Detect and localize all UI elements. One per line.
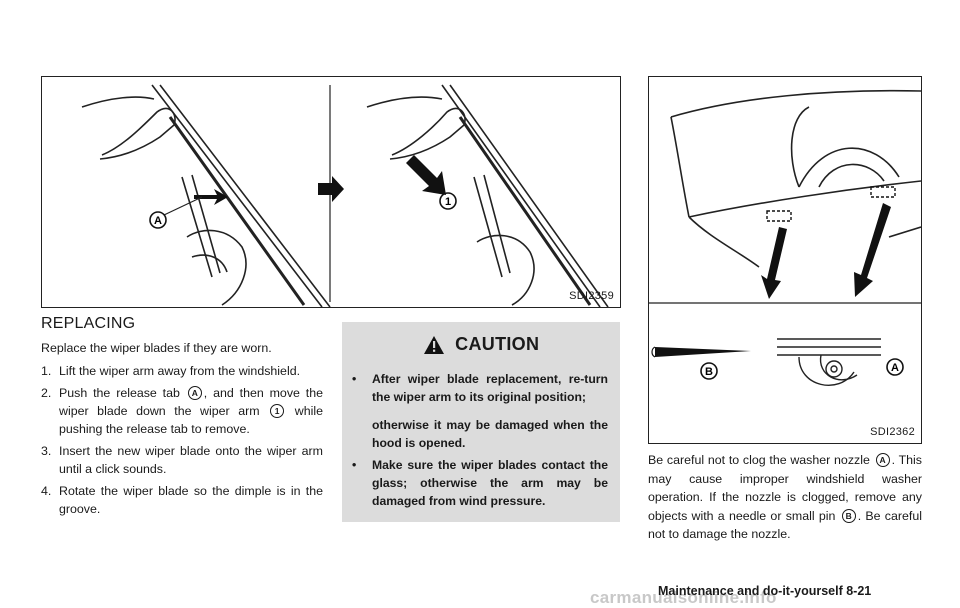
arrow-icon [318,176,344,202]
wiper-arm-icon [181,174,221,278]
label-a-circle [886,358,904,376]
hood-edge [670,89,921,118]
bullet: • [352,372,357,386]
nozzle-box-left [766,210,792,222]
label-1-circle [439,192,457,210]
step-number: 3. [41,444,52,458]
nozzle-box-right [870,186,896,198]
ref-b-badge: B [841,508,856,523]
watermark: carmanualsonline.info [590,588,777,607]
caution-text: After wiper blade replacement, re-turn t… [372,372,608,404]
list-item: • After wiper blade replacement, re-turn… [352,370,608,452]
nozzle-illustration: B A [649,89,921,386]
ref-1-badge: 1 [270,404,285,418]
label-a-circle [149,211,167,229]
intro-text: Replace the wiper blades if they are wor… [41,341,272,355]
label-b: B [705,366,713,378]
wiper-illustration: A 1 [81,84,609,307]
label-b-circle [700,362,718,380]
nozzle-text: . This may cause improper windshield was… [648,453,922,523]
wiper-blade-left [151,84,323,307]
section-title: REPLACING [41,315,136,332]
hand-icon [99,107,176,160]
caution-header: CAUTION [342,334,620,356]
step-text: Rotate the wiper blade so the dimple is … [59,484,323,516]
warning-triangle-icon [423,335,444,354]
nozzle-text: . Be careful not to damage the nozzle. [648,508,922,542]
step-text: Insert the new wiper blade onto the wipe… [59,444,323,476]
figure-code: SDI2359 [569,290,614,302]
step-number: 1. [41,364,52,378]
pin-icon [655,347,751,357]
list-item: • Make sure the wiper blades contact the… [352,456,608,510]
figure-code: SDI2362 [870,426,915,438]
label-a: A [891,362,899,374]
arrow-icon [761,227,787,299]
page-footer: Maintenance and do-it-yourself 8-21 [658,584,872,598]
caution-subtext: otherwise it may be damaged when the hoo… [372,418,608,450]
list-item: 1. Lift the wiper arm away from the wind… [41,362,323,380]
step-number: 4. [41,484,52,498]
step-text: , and then move the wiper blade down the… [59,386,323,418]
caution-text: Make sure the wiper blades contact the g… [372,458,608,508]
steps-list: 1. Lift the wiper arm away from the wind… [41,362,323,522]
list-item: 3. Insert the new wiper blade onto the w… [41,442,323,478]
step-number: 2. [41,386,52,400]
caution-title: CAUTION [455,334,540,354]
list-item: 2. Push the release tab A, and then move… [41,384,323,438]
step-text: Lift the wiper arm away from the windshi… [59,364,301,378]
caution-list: • After wiper blade replacement, re-turn… [342,370,620,510]
ref-a-badge: A [875,453,890,467]
label-1: 1 [445,196,451,208]
bullet: • [352,458,357,472]
caution-box: CAUTION • After wiper blade replacement,… [342,322,620,522]
figure-washer-nozzle: B A SDI2362 [648,76,922,444]
arrow-icon [406,155,446,195]
nozzle-paragraph: Be careful not to clog the washer nozzle… [648,451,922,544]
label-a: A [154,215,162,227]
hand-icon [389,107,466,160]
figure-wiper-removal: A 1 SDI2359 [41,76,621,308]
step-text: while pushing the release tab to remove. [59,404,323,436]
list-item: 4. Rotate the wiper blade so the dimple … [41,482,323,518]
step-text: Push the release tab [59,386,180,400]
washer-nozzle-icon [777,338,881,386]
arrow-icon [194,189,228,205]
ref-a-badge: A [187,386,202,400]
arrow-icon [854,203,891,297]
nozzle-text: Be careful not to clog the washer nozzle [648,453,870,467]
